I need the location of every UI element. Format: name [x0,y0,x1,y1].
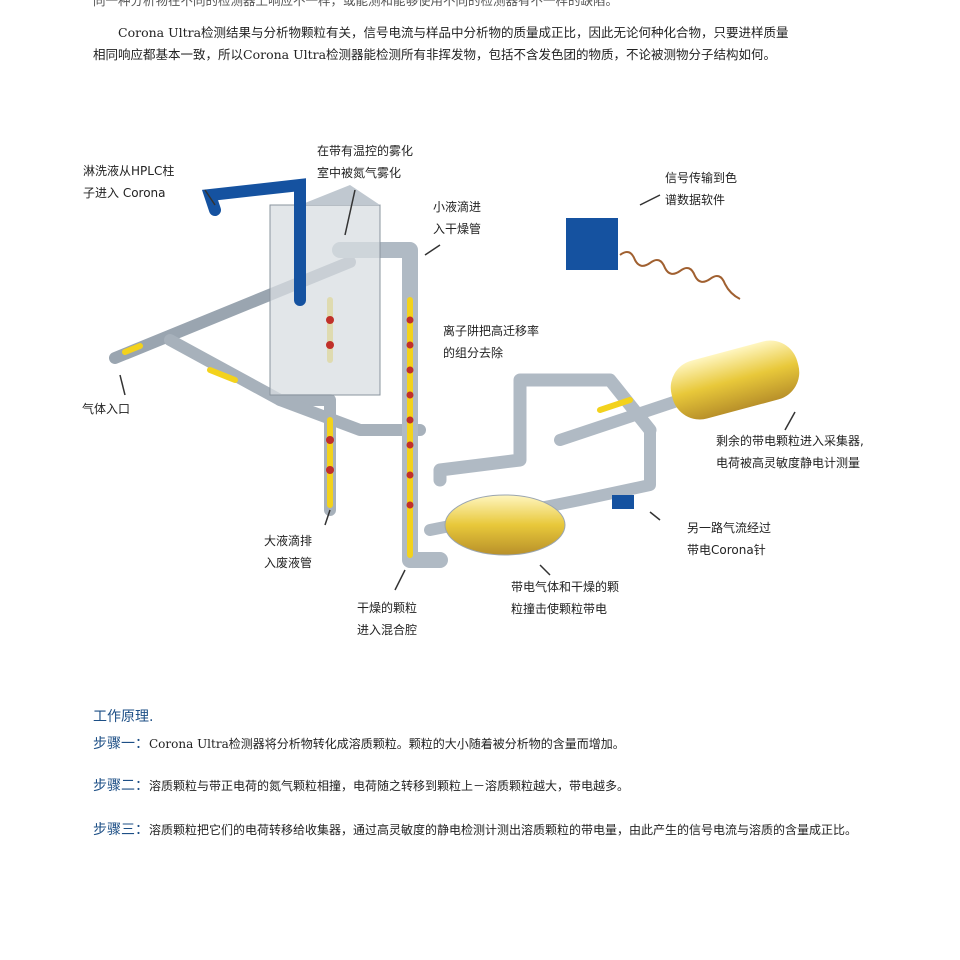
label-gas-inlet: 气体入口 [82,402,131,416]
collector [670,340,800,420]
step-key: 步骤一： [93,736,149,752]
label-nebulize: 在带有温控的雾化 室中被氮气雾化 [317,144,414,180]
step-key: 步骤二： [93,778,149,794]
label-ion-trap: 离子阱把高迁移率 的组分去除 [443,324,540,360]
gas-pipes [109,242,686,568]
cut-off-line: 同一种分析物在不同的检测器上响应不一样，或能测和能够使用不同的检测器有不一样的缺… [93,0,619,8]
label-large-drops: 大液滴排 入废液管 [264,534,313,570]
intro-line-1: Corona Ultra检测结果与分析物颗粒有关，信号电流与样品中分析物的质量成… [118,25,789,40]
label-eluent: 淋洗液从HPLC柱 子进入 Corona [83,164,175,200]
droplets [326,316,414,509]
signal-wire [619,250,741,300]
step-text: 溶质颗粒把它们的电荷转移给收集器，通过高灵敏度的静电检测计测出溶质颗粒的带电量，… [149,823,858,837]
spray-chamber [269,185,381,396]
label-charged: 带电气体和干燥的颗 粒撞击使颗粒带电 [511,580,620,616]
corona-detector-diagram [109,178,800,591]
intro-line-2: 相同响应都基本一致，所以Corona Ultra检测器能检测所有非挥发物，包括不… [93,47,777,62]
data-system-box [566,218,618,270]
step-text: Corona Ultra检测器将分析物转化成溶质颗粒。颗粒的大小随着被分析物的含… [149,737,625,751]
label-signal: 信号传输到色 谱数据软件 [665,171,738,207]
label-collector: 剩余的带电颗粒进入采集器, 电荷被高灵敏度静电计测量 [716,434,864,470]
corona-needle [612,495,634,509]
step-2: 步骤二：溶质颗粒与带正电荷的氮气颗粒相撞，电荷随之转移到颗粒上－溶质颗粒越大，带… [93,775,883,797]
step-1: 步骤一：Corona Ultra检测器将分析物转化成溶质颗粒。颗粒的大小随着被分… [93,733,883,755]
step-text: 溶质颗粒与带正电荷的氮气颗粒相撞，电荷随之转移到颗粒上－溶质颗粒越大，带电越多。 [149,779,630,793]
mixing-chamber [444,494,566,556]
label-droplets: 小液滴进 入干燥管 [433,200,482,236]
label-arrows [119,189,796,591]
step-key: 步骤三： [93,822,149,838]
label-dried-particles: 干燥的颗粒 进入混合腔 [357,601,418,637]
label-corona-needle: 另一路气流经过 带电Corona针 [687,521,772,557]
step-3: 步骤三：溶质颗粒把它们的电荷转移给收集器，通过高灵敏度的静电检测计测出溶质颗粒的… [93,819,883,841]
principle-heading: 工作原理. [93,709,154,725]
